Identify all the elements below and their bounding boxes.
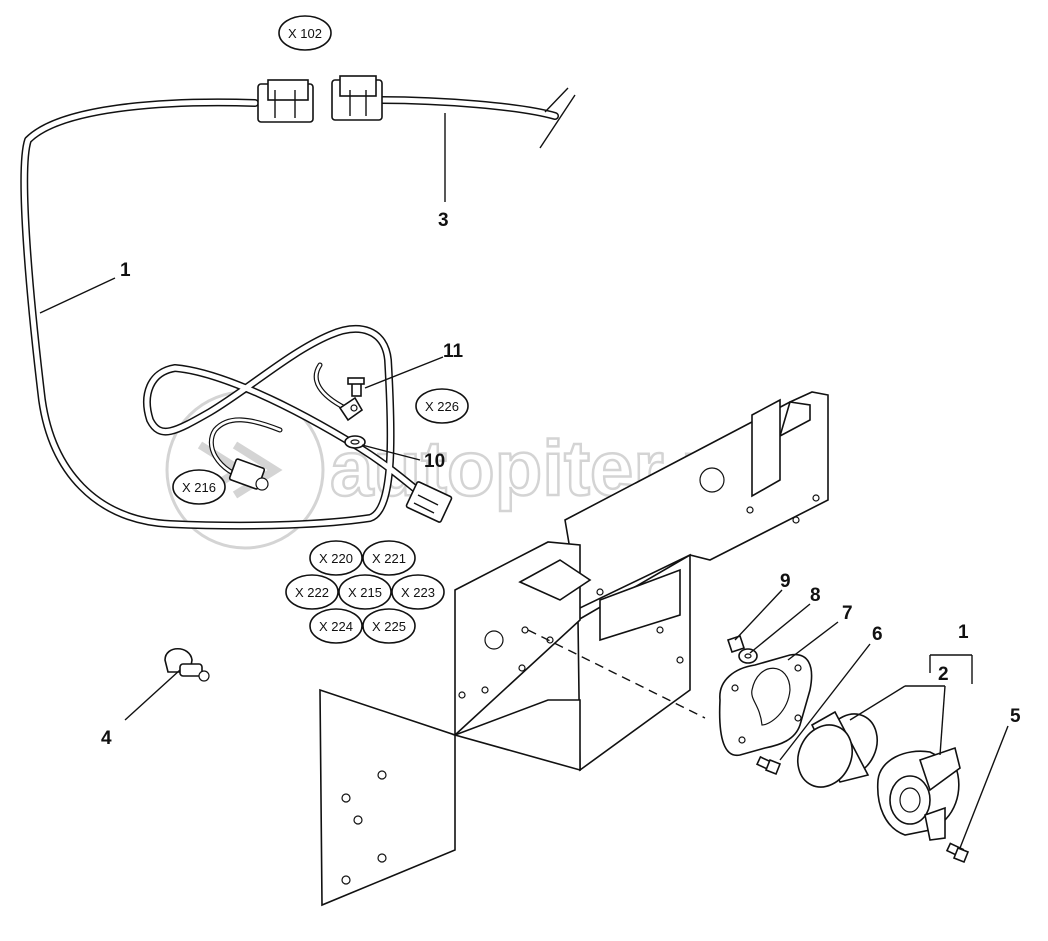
nut-and-washer (726, 634, 758, 664)
main-harness-cable (20, 98, 434, 530)
callout-7: 7 (842, 603, 853, 624)
mounting-bracket (319, 391, 829, 907)
callout-4: 4 (101, 728, 112, 749)
connector-label-x220: X 220 (319, 551, 353, 566)
connector-cluster-plug (405, 481, 453, 523)
socket-mounting-plate (718, 653, 813, 757)
callout-10: 10 (424, 451, 445, 472)
branch-wires (208, 362, 348, 483)
connector-label-x102: X 102 (288, 26, 322, 41)
leader-lines (39, 113, 1009, 849)
connector-label-x223: X 223 (401, 585, 435, 600)
connector-x216-plug (228, 458, 269, 491)
callout-11: 11 (443, 341, 464, 362)
trailer-socket (876, 746, 961, 841)
callout-8: 8 (810, 585, 821, 606)
callout-2: 2 (938, 664, 949, 685)
connector-label-x225: X 225 (372, 619, 406, 634)
connector-label-x221: X 221 (372, 551, 406, 566)
callout-labels: 1 2 3 4 5 6 7 8 9 10 11 1 (101, 210, 1021, 749)
connector-label-x224: X 224 (319, 619, 353, 634)
cable-clamp (164, 647, 210, 682)
callout-1: 1 (120, 260, 131, 281)
ground-terminal (338, 377, 366, 449)
callout-9: 9 (780, 571, 791, 592)
extension-cable (376, 87, 576, 149)
callout-6: 6 (872, 624, 883, 645)
connector-x102 (257, 75, 383, 123)
callout-5: 5 (1010, 706, 1021, 727)
connector-label-x216: X 216 (182, 480, 216, 495)
connector-label-x226: X 226 (425, 399, 459, 414)
connector-label-x215: X 215 (348, 585, 382, 600)
socket-cap (797, 710, 878, 788)
callout-3: 3 (438, 210, 449, 231)
bolt-5 (945, 842, 970, 864)
connector-label-x222: X 222 (295, 585, 329, 600)
bolt-6 (755, 755, 782, 776)
connector-labels: X 102 X 226 X 216 X 220 X 221 X 222 X 21… (172, 15, 469, 644)
callout-1-assembly: 1 (958, 622, 969, 643)
